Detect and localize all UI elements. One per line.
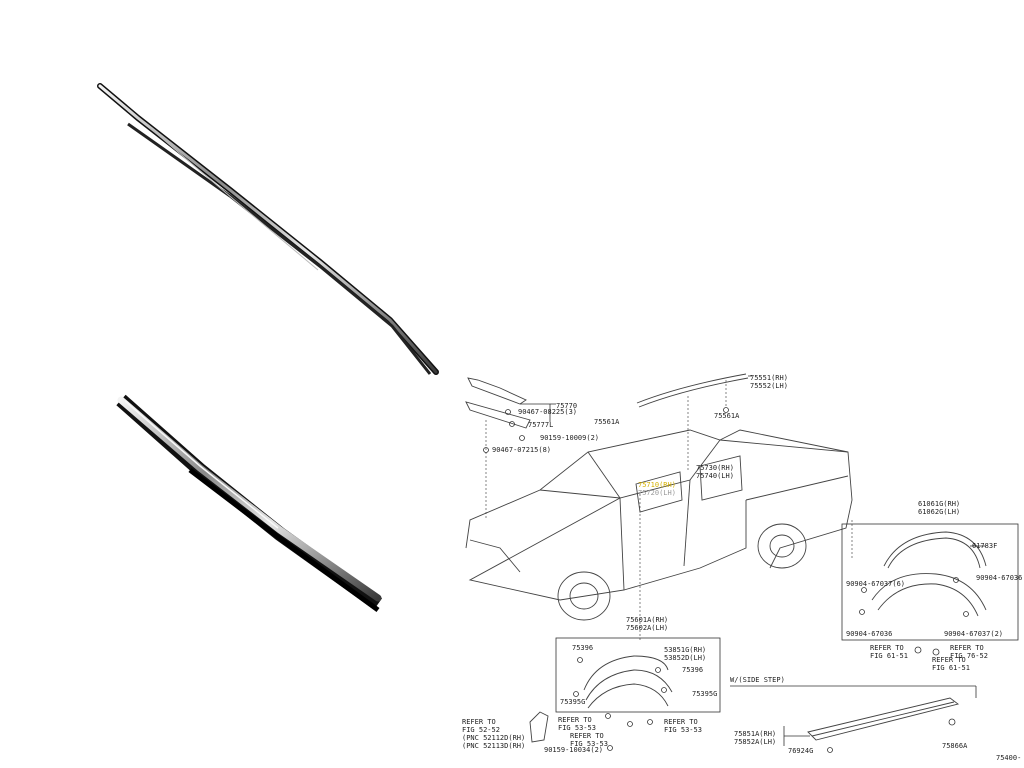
label-90904-67037-2: 90904-67037(2)	[944, 630, 1003, 638]
label-75730: 75730(RH)	[696, 464, 734, 472]
label-refer-76-52: REFER TO	[950, 644, 984, 652]
label-refer-53-53a-fig: FIG 53-53	[558, 724, 596, 732]
label-53852d: 53852D(LH)	[664, 654, 706, 662]
label-75602a: 75602A(LH)	[626, 624, 668, 632]
label-refer-76-52-fig: FIG 76-52	[950, 652, 988, 660]
label-90159-10009: 90159-10009(2)	[540, 434, 599, 442]
label-75601a: 75601A(RH)	[626, 616, 668, 624]
label-75552: 75552(LH)	[750, 382, 788, 390]
label-75561a-left: 75561A	[594, 418, 620, 426]
label-refer-53-53b: REFER TO	[664, 718, 698, 726]
label-refer-61-51-fig: FIG 61-51	[870, 652, 908, 660]
label-61061g: 61061G(RH)	[918, 500, 960, 508]
belt-moulding-photo-long	[97, 83, 439, 375]
label-75710: 75710(RH)	[638, 481, 676, 489]
pickup-truck-outline	[465, 429, 853, 640]
label-75866a: 75866A	[942, 742, 968, 750]
label-75740: 75740(LH)	[696, 472, 734, 480]
rear-fender-flare-group	[841, 523, 1019, 656]
label-90467-08225: 90467-08225(3)	[518, 408, 577, 416]
label-75396-a: 75396	[572, 644, 593, 652]
label-w-side-step: W/(SIDE STEP)	[730, 676, 785, 684]
front-fender-flare-group	[529, 637, 721, 751]
label-61062g: 61062G(LH)	[918, 508, 960, 516]
label-90904-67036-right: 90904-67036	[976, 574, 1022, 582]
side-step-group	[730, 685, 977, 753]
label-refer-53-53c: REFER TO	[570, 732, 604, 740]
label-90904-67036-left: 90904-67036	[846, 630, 892, 638]
label-refer-52-52-pnc-b: (PNC 52113D(RH)	[462, 742, 525, 750]
label-75852a: 75852A(LH)	[734, 738, 776, 746]
front-trim-bracket	[465, 377, 556, 520]
label-refer-53-53a: REFER TO	[558, 716, 592, 724]
label-75395g-left: 75395G	[560, 698, 585, 706]
label-75396-b: 75396	[682, 666, 703, 674]
label-53851g: 53851G(RH)	[664, 646, 706, 654]
label-75851a: 75851A(RH)	[734, 730, 776, 738]
part-labels: 75551(RH) 75552(LH) 75561A 75561A 75770 …	[462, 374, 1022, 762]
label-76924g: 76924G	[788, 747, 813, 755]
label-75551: 75551(RH)	[750, 374, 788, 382]
label-refer-61-51b-fig: FIG 61-51	[932, 664, 970, 672]
roof-side-moulding	[636, 373, 752, 470]
label-refer-52-52-fig: FIG 52-52	[462, 726, 500, 734]
label-90904-67037-6: 90904-67037(6)	[846, 580, 905, 588]
label-refer-53-53c-fig: FIG 53-53	[570, 740, 608, 748]
label-90467-07215: 90467-07215(8)	[492, 446, 551, 454]
label-refer-61-51: REFER TO	[870, 644, 904, 652]
label-75777l: 75777L	[528, 421, 553, 429]
label-refer-53-53b-fig: FIG 53-53	[664, 726, 702, 734]
belt-moulding-photo-closeup	[116, 394, 383, 613]
label-refer-52-52: REFER TO	[462, 718, 496, 726]
label-refer-61-51b: REFER TO	[932, 656, 966, 664]
label-75720: 75720(LH)	[638, 489, 676, 497]
label-90159-10034: 90159-10034(2)	[544, 746, 603, 754]
label-75395g-right: 75395G	[692, 690, 717, 698]
label-refer-52-52-pnc-a: (PNC 52112D(RH)	[462, 734, 525, 742]
label-61783f: 61783F	[972, 542, 997, 550]
figure-code: 75400-	[996, 754, 1021, 762]
label-75770: 75770	[556, 402, 577, 410]
label-75561a-top: 75561A	[714, 412, 740, 420]
